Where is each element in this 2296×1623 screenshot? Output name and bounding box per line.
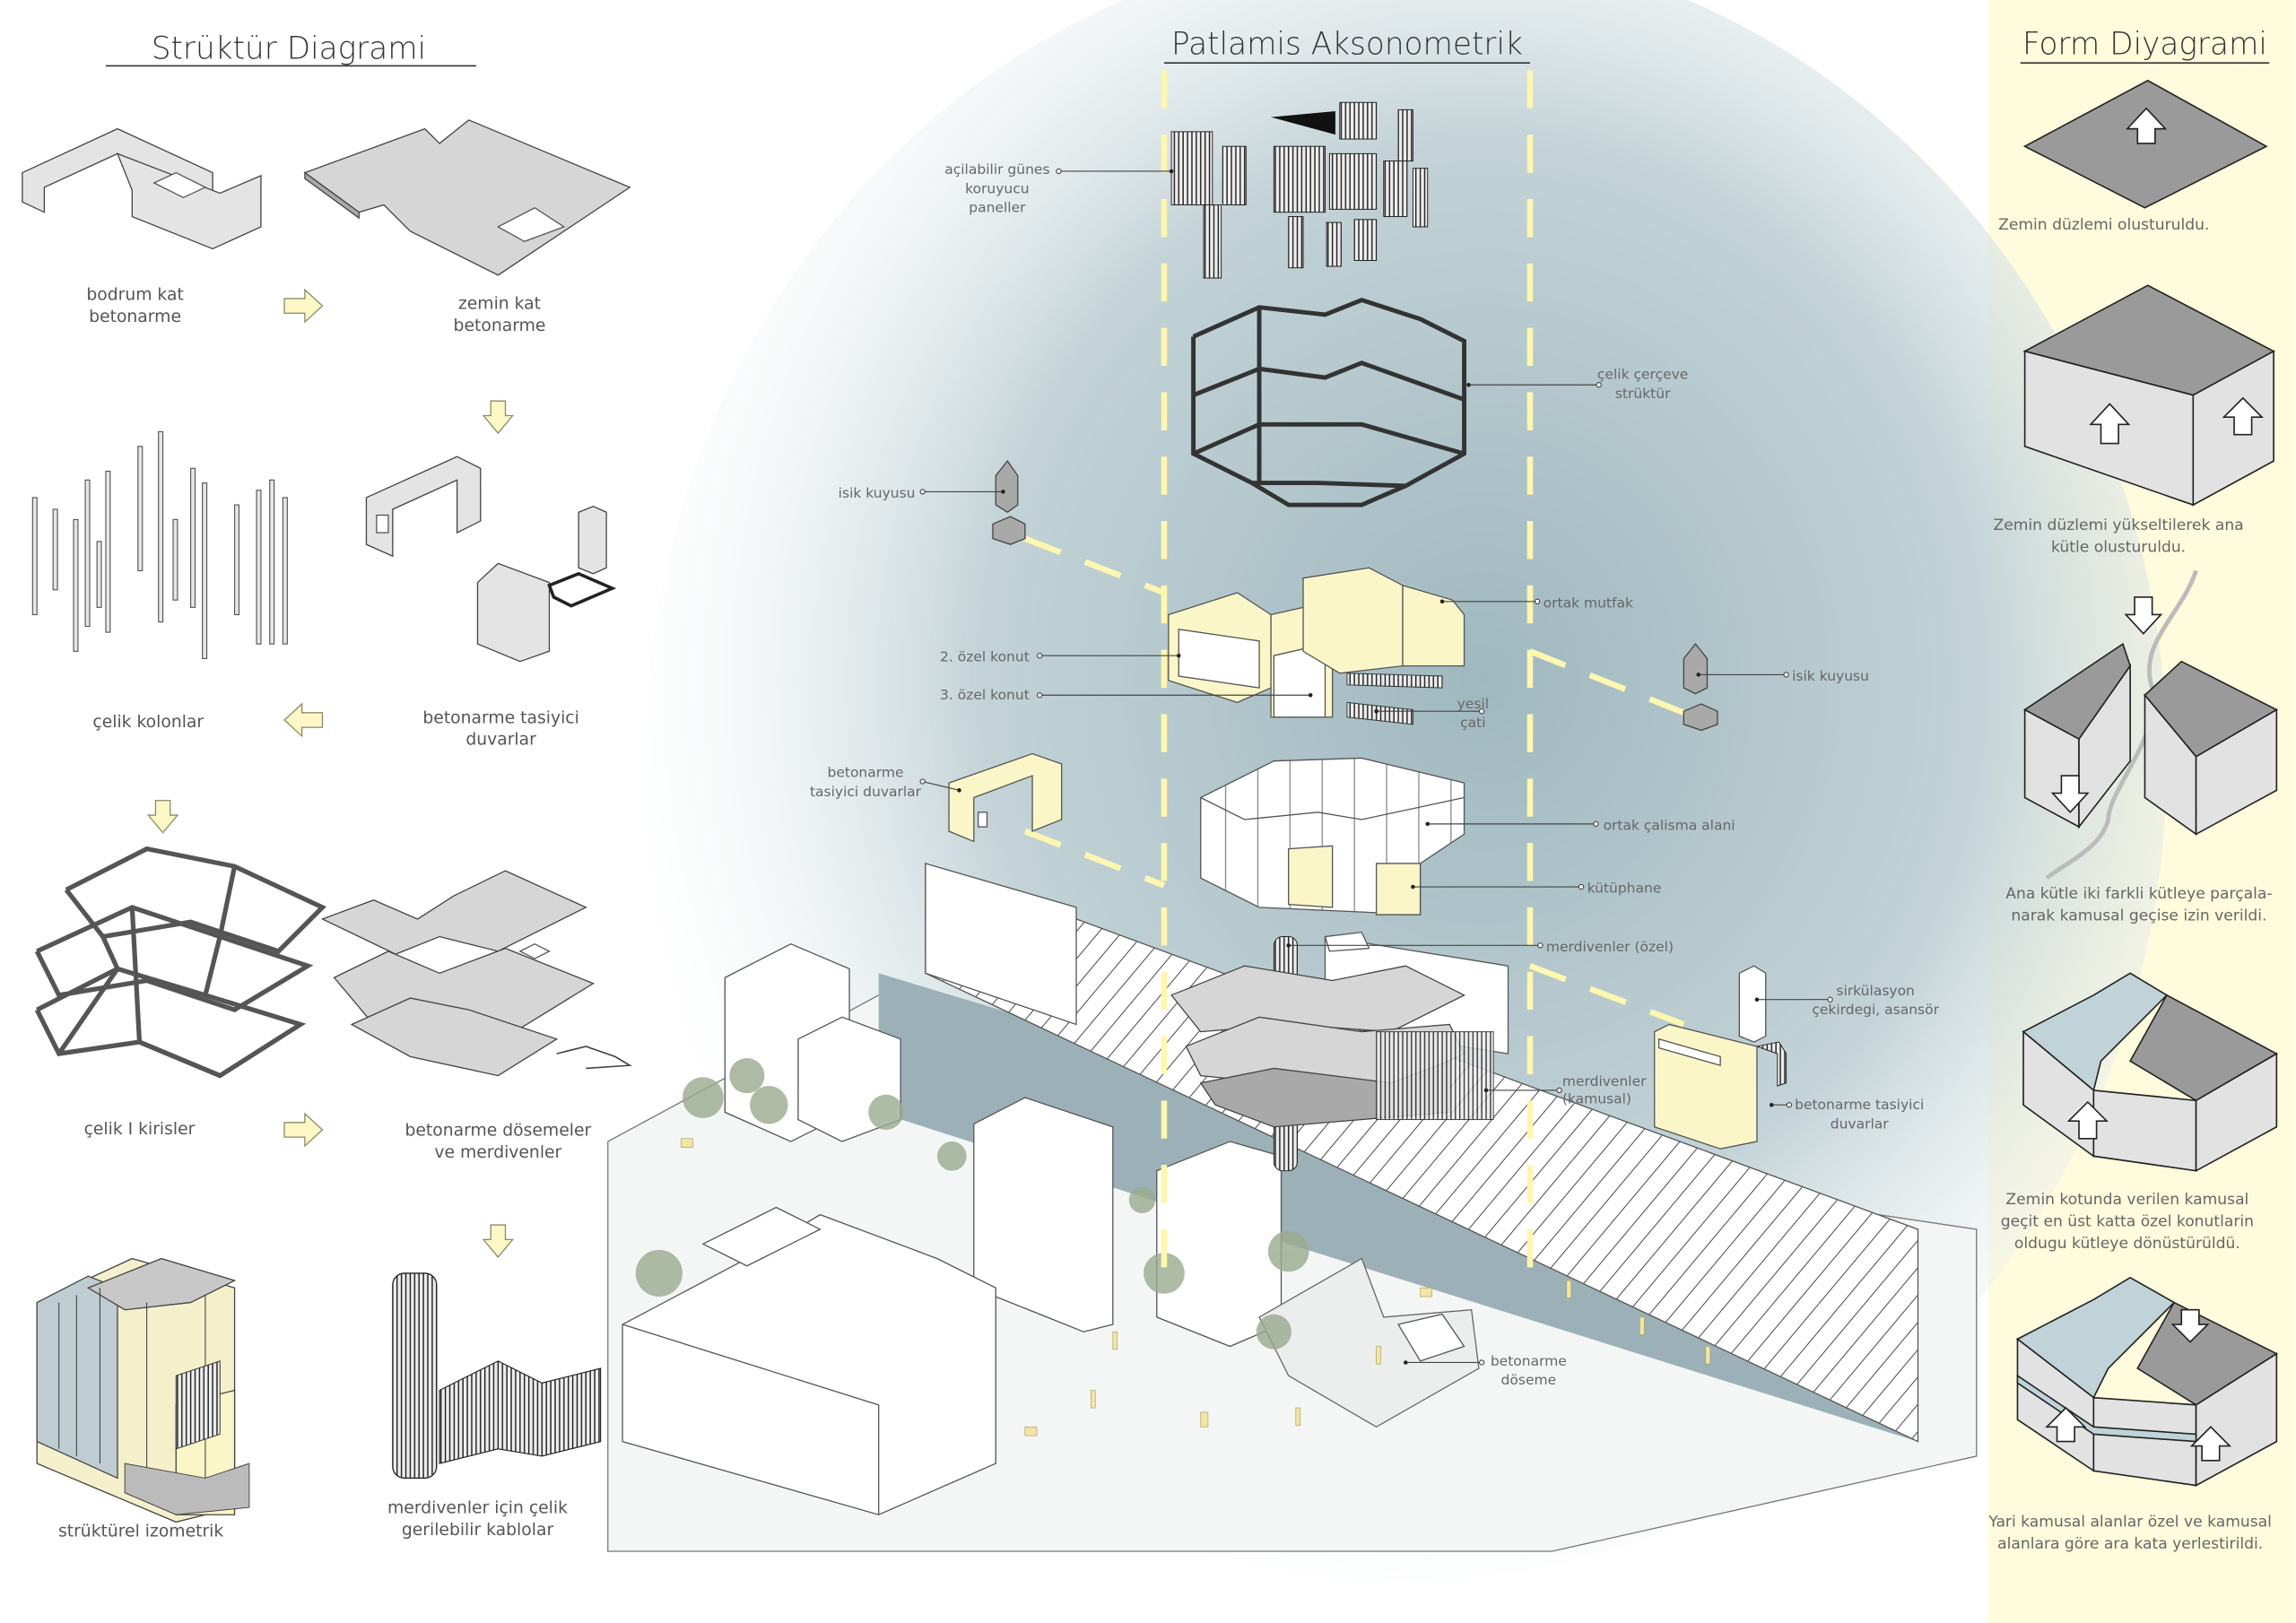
bearing-walls-left-drawing bbox=[948, 752, 1063, 843]
label-common-kitchen: ortak mutfak bbox=[1544, 595, 1633, 611]
label-lightwell-left: isik kuyusu bbox=[839, 485, 916, 501]
up-arrow-icon bbox=[2045, 1406, 2087, 1443]
bearing-walls-drawing bbox=[365, 456, 617, 663]
form-step-3-drawing bbox=[2023, 569, 2279, 881]
alignment-guides bbox=[1023, 70, 1685, 1273]
basement-concrete-drawing bbox=[22, 127, 262, 250]
lightwell-left-drawing bbox=[992, 460, 1026, 545]
structural-isometric-drawing bbox=[36, 1257, 250, 1523]
up-arrow-icon bbox=[2089, 403, 2131, 445]
up-arrow-icon bbox=[2066, 1100, 2109, 1140]
stairs-drawing bbox=[1170, 931, 1494, 1172]
down-arrow-icon bbox=[2170, 1308, 2210, 1343]
label-common-work: ortak çalisma alani bbox=[1604, 817, 1735, 833]
form-step-1-drawing bbox=[2022, 79, 2268, 209]
label-private-unit-3: 3. özel konut bbox=[940, 687, 1030, 703]
arrow-down-icon bbox=[146, 800, 179, 834]
ground-floor-slab-drawing bbox=[303, 119, 631, 276]
label-stairs-public: merdivenler(kamusal) bbox=[1562, 1073, 1647, 1107]
label-lightwell-right: isik kuyusu bbox=[1792, 668, 1869, 684]
circulation-core-drawing bbox=[1738, 965, 1787, 1087]
steel-frame-drawing bbox=[1191, 297, 1466, 508]
title-exploded: Patlamis Aksonometrik bbox=[1171, 26, 1523, 62]
bearing-walls-right-drawing bbox=[1654, 1023, 1758, 1150]
cables-drawing bbox=[392, 1272, 602, 1480]
caption-form-3: Ana kütle iki farkli kütleye parçala-nar… bbox=[2005, 885, 2272, 924]
caption-steel-beams: çelik I kirisler bbox=[84, 1120, 196, 1139]
lightwell-right-drawing bbox=[1683, 643, 1718, 732]
title-structure: Strüktür Diagrami bbox=[152, 30, 426, 66]
steel-beams-drawing bbox=[34, 846, 326, 1079]
work-library-drawing bbox=[1200, 757, 1465, 916]
arrow-down-icon bbox=[482, 400, 515, 435]
form-captions: Zemin düzlemi olusturuldu. Zemin düzlemi… bbox=[1987, 216, 2272, 1553]
label-library: kütüphane bbox=[1587, 881, 1662, 897]
arrow-down-icon bbox=[482, 1224, 515, 1258]
sun-panels-drawing bbox=[1170, 101, 1429, 279]
form-step-2-drawing bbox=[2022, 284, 2275, 507]
step-arrows bbox=[146, 288, 515, 1258]
down-arrow-icon bbox=[2050, 775, 2090, 814]
up-arrow-icon bbox=[2189, 1426, 2232, 1462]
caption-structural-isometric: strüktürel izometrik bbox=[58, 1523, 223, 1541]
form-step-4-drawing bbox=[2022, 972, 2279, 1173]
label-stairs-private: merdivenler (özel) bbox=[1546, 939, 1674, 955]
private-units-drawing bbox=[1168, 567, 1465, 725]
leader-lines bbox=[919, 168, 1833, 1366]
form-step-5-drawing bbox=[2015, 1276, 2279, 1487]
slabs-stairs-drawing bbox=[320, 870, 632, 1077]
steel-columns-drawing bbox=[31, 430, 288, 660]
label-private-unit-2: 2. özel konut bbox=[940, 649, 1030, 665]
up-arrow-icon bbox=[2126, 107, 2168, 144]
caption-form-1: Zemin düzlemi olusturuldu. bbox=[1998, 216, 2209, 234]
arrow-right-icon bbox=[283, 288, 324, 324]
caption-steel-columns: çelik kolonlar bbox=[92, 713, 204, 732]
up-arrow-icon bbox=[2222, 396, 2264, 436]
arrow-right-icon bbox=[283, 1112, 324, 1148]
street-shadow bbox=[878, 973, 1918, 1442]
arrow-left-icon bbox=[283, 702, 324, 738]
down-arrow-icon bbox=[2124, 596, 2163, 635]
title-form: Form Diyagrami bbox=[2022, 26, 2267, 62]
